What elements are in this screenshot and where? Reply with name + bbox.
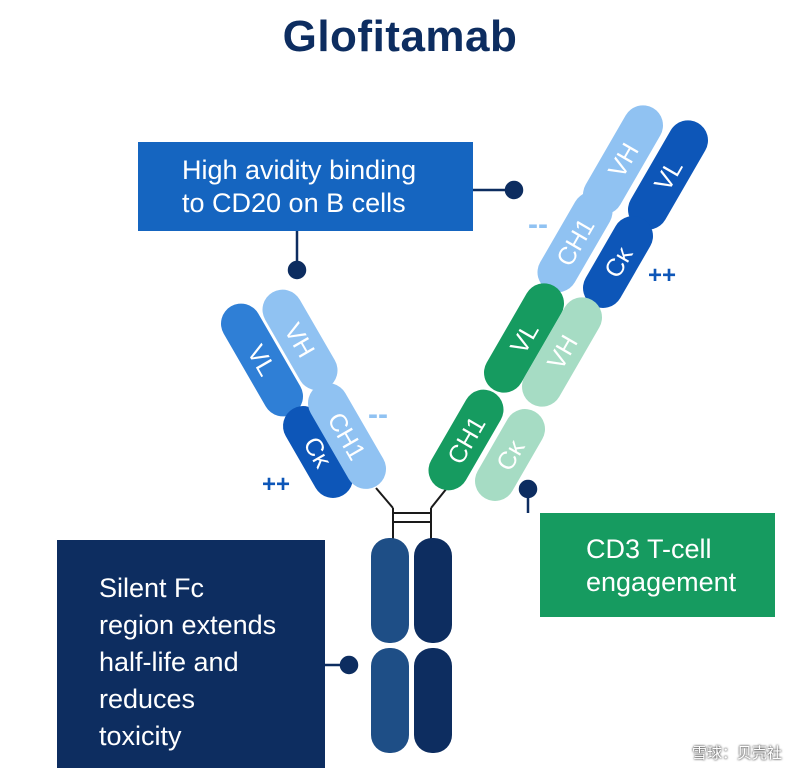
right-lower-fab-cd3: VL VH CH1 Cκ (428, 283, 602, 501)
fc-region (371, 538, 452, 753)
cd20-callout-line-1: High avidity binding (182, 155, 417, 185)
cd3-callout-line-1: CD3 T-cell (586, 534, 712, 564)
fc-callout-line-5: toxicity (99, 721, 182, 751)
charge-pos-right: ++ (648, 262, 676, 289)
cd20-connector-dot-bottom (287, 260, 307, 280)
fc-connector-dot (339, 655, 359, 675)
cd20-callout-line-2: to CD20 on B cells (182, 188, 406, 218)
fc-callout-line-1: Silent Fc (99, 573, 205, 603)
right-upper-fab-cd20: VH VL CH1 Cκ (537, 105, 708, 308)
charge-neg-right: -- (528, 208, 548, 241)
cd3-callout-box: CD3 T-cell engagement (540, 513, 775, 617)
charge-pos-left: ++ (262, 471, 290, 498)
fc-callout-line-3: half-life and (99, 647, 239, 677)
cd20-connector-dot-right (504, 180, 524, 200)
fc-callout-box: Silent Fc region extends half-life and r… (57, 540, 325, 768)
cd3-connector-dot (518, 479, 538, 499)
watermark: 雪球：贝壳社 (691, 744, 782, 762)
cd3-callout-line-2: engagement (586, 567, 737, 597)
cd20-callout-box: High avidity binding to CD20 on B cells (138, 142, 473, 231)
diagram-title: Glofitamab (282, 12, 518, 61)
left-fab-cd20: VL VH Cκ CH1 (221, 289, 386, 498)
fc-callout-line-2: region extends (99, 610, 277, 640)
charge-neg-left: -- (368, 398, 388, 431)
fc-callout-line-4: reduces (99, 684, 196, 714)
hinge-region (375, 289, 554, 540)
